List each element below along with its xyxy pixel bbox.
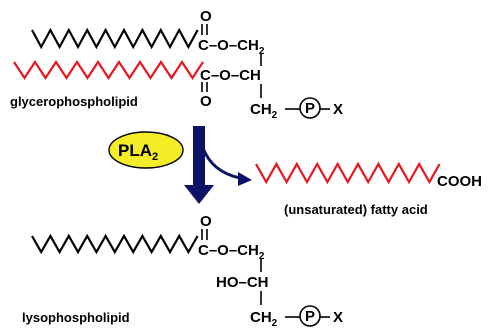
reaction-arrow-down [184, 126, 214, 204]
lyso-ch2-group: CH2 [250, 309, 278, 329]
release-arrowhead [238, 172, 252, 186]
glycerophospholipid-structure: O C–O–CH2 C–O–CH O CH2 P X glycerophosph… [10, 8, 343, 121]
lyso-ester-group: C–O–CH2 [198, 242, 265, 262]
lysophospholipid-structure: O C–O–CH2 HO–CH CH2 P X lysophospholipid [22, 213, 343, 329]
ester-group-2: C–O–CH [200, 67, 261, 84]
lyso-hydroxyl-group: HO–CH [216, 274, 269, 291]
enzyme-badge [108, 131, 184, 169]
ester-group-1: C–O–CH2 [198, 37, 265, 57]
lyso-head-group-x: X [333, 309, 343, 326]
unsaturated-fatty-acyl-chain [13, 59, 204, 81]
carbonyl-oxygen-2: O [200, 93, 212, 110]
phosphate-circle [299, 97, 321, 119]
lyso-phosphate-circle [299, 305, 321, 327]
saturated-fatty-acyl-chain [31, 27, 199, 50]
lysophospholipid-label: lysophospholipid [22, 310, 130, 325]
fatty-acid-product: COOH (unsaturated) fatty acid [255, 161, 482, 217]
free-fatty-acid-chain [255, 161, 441, 185]
release-arrow-curve [201, 147, 241, 180]
glycerophospholipid-label: glycerophospholipid [10, 94, 138, 109]
phosphate-symbol: P [305, 100, 315, 117]
lyso-carbonyl-oxygen: O [200, 213, 212, 230]
lyso-saturated-acyl-chain [31, 233, 199, 255]
fatty-acid-label: (unsaturated) fatty acid [284, 202, 428, 217]
ch2-group: CH2 [250, 101, 278, 121]
enzyme-reaction: PLA2 [108, 126, 252, 204]
head-group-x: X [333, 101, 343, 118]
carboxyl-group: COOH [437, 173, 482, 190]
lyso-phosphate-symbol: P [305, 308, 315, 325]
carbonyl-oxygen-1: O [200, 8, 212, 25]
enzyme-name: PLA2 [118, 141, 158, 163]
